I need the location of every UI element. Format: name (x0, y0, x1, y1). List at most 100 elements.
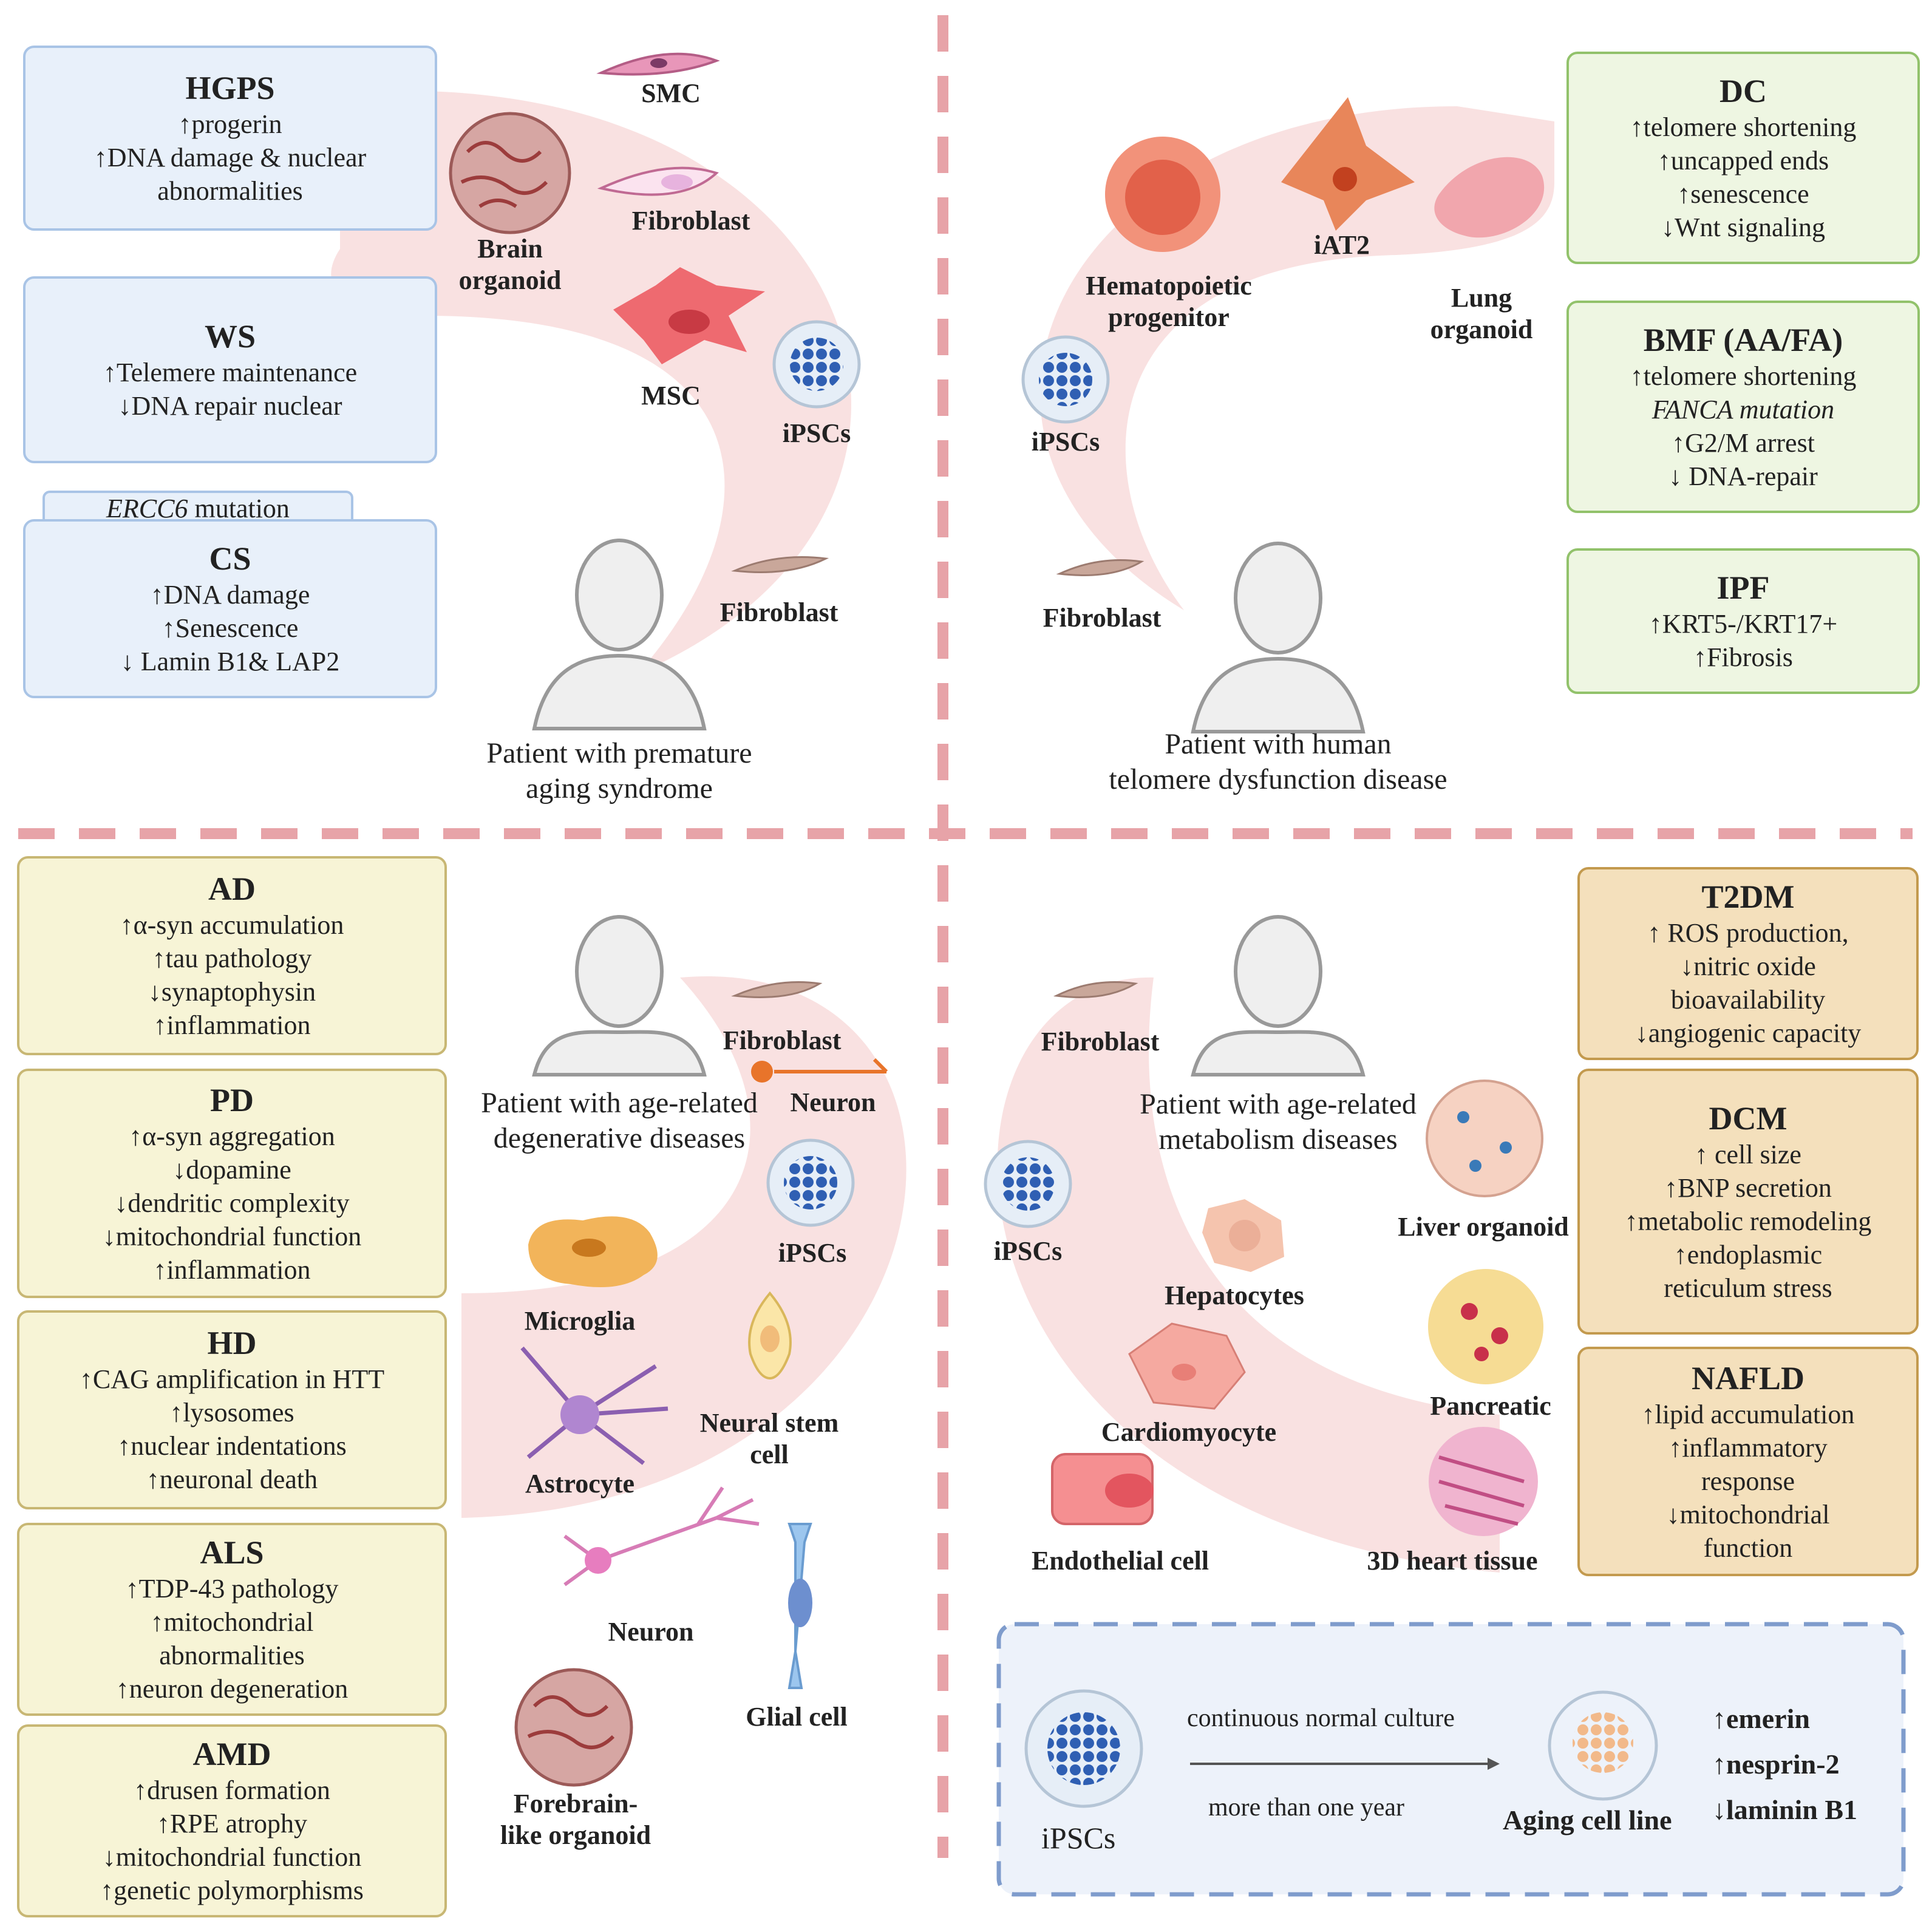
label-fibroblast-telomere: Fibroblast (1043, 603, 1162, 633)
box-line: ↑RPE atrophy (156, 1809, 308, 1838)
fibroblast-mid-icon (597, 166, 719, 196)
label-line: Lung (1451, 283, 1512, 313)
box-line: ↑tau pathology (152, 944, 312, 973)
caption-line: Patient with age-related (481, 1087, 758, 1119)
fibroblast-bottom-premature-icon (731, 556, 829, 573)
box-line: ↑telomere shortening (1630, 361, 1857, 391)
box-line: ↑endoplasmic (1673, 1239, 1823, 1270)
label-line: Forebrain- (513, 1789, 638, 1818)
box-title: HGPS (185, 70, 275, 106)
label-ipscs-premature: iPSCs (782, 418, 851, 448)
label-line: Hematopoietic (1086, 271, 1252, 301)
inset-marker-nesprin: ↑nesprin-2 (1712, 1749, 1840, 1780)
box-title: NAFLD (1692, 1359, 1804, 1396)
box-line: ↑neuron degeneration (115, 1674, 349, 1704)
box-line: function (1703, 1532, 1793, 1563)
fibroblast-metabolism-icon (1053, 981, 1138, 998)
box-line: ↑nuclear indentations (117, 1431, 347, 1461)
box-line: ↑DNA damage (150, 580, 310, 610)
box-title: T2DM (1701, 879, 1795, 915)
box-line: ↓angiogenic capacity (1634, 1018, 1862, 1048)
label-fibroblast-mid: Fibroblast (631, 206, 750, 236)
box-line: ↑telomere shortening (1630, 112, 1857, 142)
box-hgps: HGPS ↑progerin ↑DNA damage & nuclear abn… (23, 46, 437, 231)
label-pancreatic: Pancreatic (1430, 1391, 1551, 1421)
inset-marker-emerin: ↑emerin (1712, 1703, 1810, 1734)
smc-icon (596, 52, 720, 76)
box-line: ↑uncapped ends (1657, 146, 1829, 175)
brain-organoid-icon (449, 112, 571, 234)
box-line: ↑α-syn accumulation (120, 910, 344, 940)
msc-icon (613, 267, 765, 364)
box-pd: PD ↑α-syn aggregation ↓dopamine ↓dendrit… (17, 1069, 447, 1298)
label-line: progenitor (1108, 302, 1230, 332)
patient-icon-premature (532, 539, 707, 730)
forebrain-organoid-icon (514, 1668, 633, 1787)
box-line: ↑ cell size (1695, 1139, 1801, 1169)
box-title: AD (208, 871, 256, 907)
box-line: response (1701, 1466, 1795, 1496)
box-line: ↓mitochondrial function (102, 1842, 362, 1872)
patient-icon-degenerative (532, 915, 707, 1077)
box-line: ↑inflammation (153, 1010, 311, 1040)
box-line: ↑lipid accumulation (1641, 1399, 1855, 1429)
neuron-top-icon (751, 1058, 888, 1083)
metabolism-arc (997, 977, 1500, 1573)
label-astrocyte: Astrocyte (525, 1469, 634, 1498)
box-title: CS (209, 540, 251, 577)
label-fibroblast-degenerative: Fibroblast (723, 1026, 842, 1055)
box-line: ↑metabolic remodeling (1624, 1206, 1872, 1236)
label-endothelial: Endothelial cell (1031, 1546, 1209, 1576)
box-line: ↓synaptophysin (148, 977, 316, 1007)
box-title: AMD (192, 1736, 271, 1772)
ipscs-degenerative-icon (766, 1138, 855, 1227)
caption-line: aging syndrome (526, 772, 713, 804)
patient-icon-telomere (1191, 542, 1366, 733)
label-heart-tissue: 3D heart tissue (1367, 1546, 1538, 1576)
caption-line: Patient with premature (486, 737, 752, 769)
ipscs-premature-icon (772, 320, 861, 409)
label-neuron-bottom: Neuron (608, 1617, 694, 1647)
caption-line: metabolism diseases (1158, 1123, 1398, 1155)
box-line: ↑inflammatory (1668, 1432, 1828, 1463)
inset-arrow-top: continuous normal culture (1187, 1704, 1455, 1732)
label-cardiomyocyte: Cardiomyocyte (1101, 1417, 1277, 1447)
label-neuron-top: Neuron (790, 1087, 876, 1117)
box-line: reticulum stress (1664, 1273, 1832, 1303)
inset-marker-laminin: ↓laminin B1 (1712, 1794, 1858, 1825)
box-line: ↓dopamine (172, 1154, 291, 1185)
box-title: DC (1719, 73, 1767, 109)
box-title: HD (207, 1325, 257, 1361)
box-dc: DC ↑telomere shortening ↑uncapped ends ↑… (1566, 52, 1920, 264)
label-msc: MSC (641, 381, 701, 410)
box-title: PD (210, 1081, 254, 1118)
label-fibroblast-bottom-premature: Fibroblast (719, 597, 838, 627)
box-line: ↑CAG amplification in HTT (79, 1364, 385, 1394)
hematopoietic-icon (1105, 137, 1220, 252)
caption-line: degenerative diseases (493, 1122, 746, 1154)
box-line: ↑α-syn aggregation (129, 1121, 335, 1151)
box-line: ↑genetic polymorphisms (100, 1876, 364, 1905)
ipscs-telomere-icon (1021, 335, 1110, 424)
box-line: ↓Wnt signaling (1661, 213, 1826, 242)
caption-line: Patient with age-related (1140, 1088, 1417, 1120)
label-ipscs-degenerative: iPSCs (778, 1238, 847, 1268)
label-ipscs-telomere: iPSCs (1031, 427, 1100, 457)
label-line: like organoid (500, 1820, 651, 1850)
box-line: ↓dendritic complexity (114, 1188, 350, 1218)
microglia-icon (528, 1216, 658, 1287)
box-line: ↑KRT5-/KRT17+ (1648, 609, 1838, 639)
box-title: ALS (200, 1534, 264, 1571)
box-line: ↑progerin (178, 109, 282, 139)
label-line: cell (750, 1440, 789, 1469)
heart-tissue-icon (1429, 1427, 1538, 1536)
box-bmf: BMF (AA/FA) ↑telomere shortening FANCA m… (1566, 301, 1920, 513)
box-line: abnormalities (159, 1641, 305, 1670)
lung-organoid-icon (1434, 157, 1545, 238)
box-line: ↑Telemere maintenance (103, 358, 358, 387)
